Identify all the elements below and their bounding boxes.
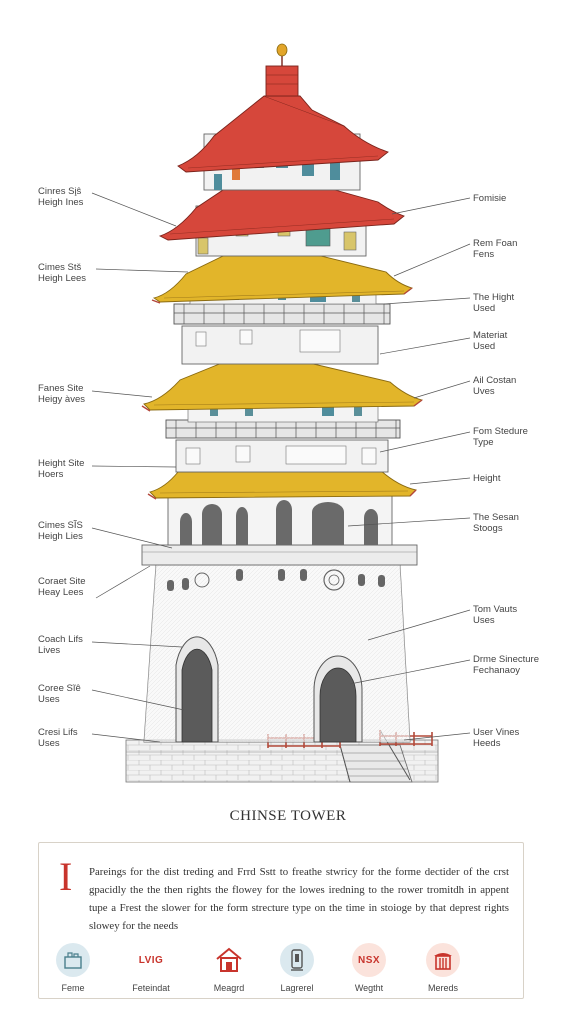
drop-cap: I <box>59 854 73 899</box>
left-label-7: Coach Lifs Lives <box>38 634 83 656</box>
house-icon <box>212 943 246 977</box>
left-label-2: Cimes Stš Heigh Lees <box>38 262 87 284</box>
building-icon <box>426 943 460 977</box>
left-label-9: Cresi Lifs Uses <box>38 727 78 749</box>
icon-caption: Feme <box>61 983 85 993</box>
lamp-icon <box>280 943 314 977</box>
right-label-6: Fom Stedure Type <box>473 426 528 448</box>
leader-lines-left <box>91 192 189 743</box>
info-box: I Pareings for the dist treding and Frrd… <box>38 842 524 999</box>
left-label-8: Coree Sĩê Uses <box>38 683 81 705</box>
right-label-3: The Hight Used <box>473 292 515 314</box>
diagram-title: CHINSE TOWER <box>229 808 347 824</box>
tower-base <box>141 544 418 743</box>
left-label-3: Fanes Site Heigy àves <box>38 383 85 405</box>
right-label-7: Height <box>473 473 501 484</box>
right-label-9: Tom Vauts Uses <box>473 604 518 626</box>
icon-caption: Wegtht <box>354 983 384 993</box>
tier-2 <box>165 401 401 473</box>
icon-glyph: LVIG <box>138 954 164 966</box>
left-label-5: Cimes SĨS Heigh Lies <box>38 520 83 542</box>
weight-text-icon: NSX <box>352 943 386 977</box>
tier-3 <box>173 285 391 365</box>
roof-top <box>177 65 389 173</box>
icon-cell-house: Meagrd <box>199 943 259 993</box>
left-label-4: Height Site Hoers <box>38 458 85 480</box>
right-label-5: Ail Costan Uves <box>473 375 517 397</box>
icon-caption: Lagrerel <box>280 983 314 993</box>
right-label-8: The Sesan Stoogs <box>473 512 519 534</box>
icon-caption: Feteindat <box>132 983 170 993</box>
icon-caption: Meagrd <box>213 983 245 993</box>
icon-cell-lamp: Lagrerel <box>267 943 327 993</box>
front-stairs <box>339 729 413 783</box>
leader-lines-right <box>347 197 471 741</box>
roof-tier-2 <box>151 239 413 304</box>
right-label-2: Rem Foan Fens <box>473 238 518 260</box>
icon-caption: Mereds <box>427 983 458 993</box>
tier-1 <box>167 494 393 546</box>
right-label-1: Fomisie <box>473 193 507 204</box>
icon-glyph: NSX <box>357 954 381 966</box>
foundation-text-icon: LVIG <box>134 943 168 977</box>
finial <box>276 43 288 66</box>
right-label-10: Drme Sinecture Fechanaoy <box>473 654 539 676</box>
right-label-4: Materiat Used <box>473 330 508 352</box>
icon-cell-building: Mereds <box>413 943 473 993</box>
icon-cell-frame: Feme <box>43 943 103 993</box>
roof-tier-3 <box>141 349 424 412</box>
roof-tier-1 <box>158 167 405 241</box>
icon-cell-weight: NSX Wegtht <box>339 943 399 993</box>
left-label-6: Coraet Site Heay Lees <box>38 576 86 598</box>
right-label-11: User Vines Heeds <box>473 727 520 749</box>
icon-cell-foundation: LVIG Feteindat <box>121 943 181 993</box>
left-label-1: Cinres Si̧ŝ Heigh Ines <box>38 186 84 208</box>
frame-icon <box>56 943 90 977</box>
info-paragraph: Pareings for the dist treding and Frrd S… <box>89 866 509 932</box>
